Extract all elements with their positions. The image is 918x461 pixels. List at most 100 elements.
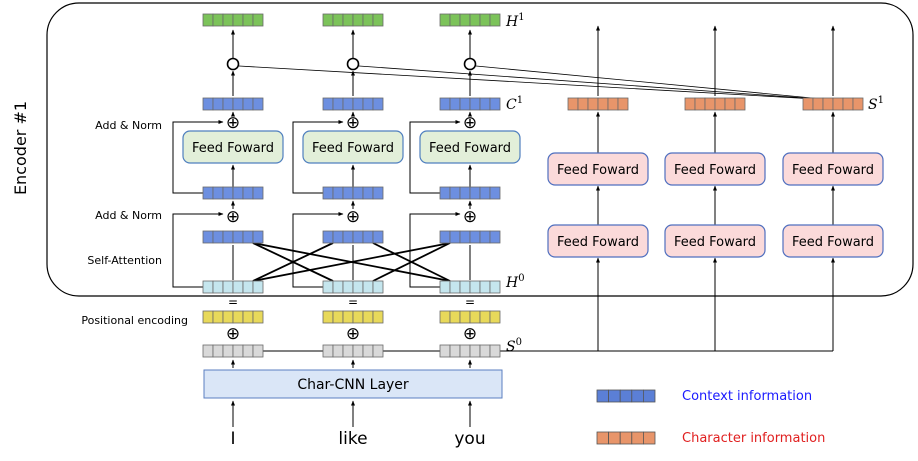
col-2-feed-forward-label: Feed Foward [312, 141, 394, 156]
col-1-equals-sign: = [228, 295, 238, 309]
col-2-c1-vector [322, 97, 384, 111]
col-1-feed-forward-label: Feed Foward [192, 141, 274, 156]
col-2-attention-out-vector-cell [372, 230, 384, 244]
char-col-3-s1-vector-cell [822, 97, 834, 111]
char-col-3-s1-vector-cell [832, 97, 844, 111]
char-cnn-layer [203, 369, 503, 399]
col-2-feed-forward [302, 130, 404, 164]
col-1-h0-vector-cell [232, 280, 244, 294]
input-word-2: like [338, 429, 367, 449]
col-2-equals-sign: = [348, 295, 358, 309]
col-3-positional-vector-cell [469, 310, 481, 324]
col-3-positional-vector-cell [439, 310, 451, 324]
col-1-output-vector-cell [222, 13, 234, 27]
col-3-output-vector [439, 13, 501, 27]
col-3-s0-vector-cell [469, 344, 481, 358]
col-1-s0-vector-cell [212, 344, 224, 358]
col-1-h0-vector-cell [212, 280, 224, 294]
col-2-positional-vector-cell [342, 310, 354, 324]
col-2-c1-vector-cell [372, 97, 384, 111]
col-2-s0-vector-cell [322, 344, 334, 358]
legend-character-label: Character information [682, 431, 825, 446]
col-1-attention-out-vector-cell [242, 230, 254, 244]
col-1-positional-vector [202, 310, 264, 324]
char-col-2-s1-vector-cell [704, 97, 716, 111]
char-col-3-s1-vector-cell [842, 97, 854, 111]
attention-link [252, 242, 451, 282]
col-1-positional-plus: ⊕ [226, 324, 240, 344]
col-3-attention-out-vector-cell [469, 230, 481, 244]
col-3-output-vector-cell [449, 13, 461, 27]
col-3-feed-forward [419, 130, 521, 164]
legend-swatch-2 [596, 431, 656, 445]
col-1-c1-vector [202, 97, 264, 111]
char-col-2-s1-vector-cell [724, 97, 736, 111]
char-col-3-feed-forward-lower-label: Feed Foward [792, 235, 874, 250]
col-3-output-vector-cell [469, 13, 481, 27]
legend-swatch-1 [596, 389, 656, 403]
char-col-2-s1-vector-cell [694, 97, 706, 111]
col-1-feed-forward [182, 130, 284, 164]
col-1-s0-vector-cell [232, 344, 244, 358]
char-col-1-feed-forward-upper-label: Feed Foward [557, 163, 639, 178]
col-1-addnorm-lower-plus: ⊕ [226, 207, 240, 227]
col-1-h0-vector-cell [242, 280, 254, 294]
col-1-attention-out-vector-cell [212, 230, 224, 244]
col-3-mid-vector-cell [449, 186, 461, 200]
col-3-h0-vector [439, 280, 501, 294]
char-col-2-s1-vector-cell [734, 97, 746, 111]
col-3-attention-out-vector [439, 230, 501, 244]
col-2-output-vector [322, 13, 384, 27]
col-1-attention-out-vector-cell [252, 230, 264, 244]
add-norm-label-lower: Add & Norm [95, 209, 162, 222]
col-1-combine-circle [226, 57, 240, 71]
col-3-output-vector-cell [459, 13, 471, 27]
col-3-attention-out-vector-cell [479, 230, 491, 244]
col-2-positional-vector-cell [322, 310, 334, 324]
symbol-h1: H1 [505, 12, 525, 30]
col-1-c1-vector-cell [222, 97, 234, 111]
col-3-attention-out-vector-cell [489, 230, 501, 244]
col-3-h0-vector-cell [439, 280, 451, 294]
legend-context-label: Context information [682, 389, 812, 404]
char-col-2-feed-forward-upper [664, 152, 766, 186]
char-col-1-s1-vector-cell [567, 97, 579, 111]
col-3-h0-vector-cell [469, 280, 481, 294]
col-1-mid-vector-cell [252, 186, 264, 200]
col-2-positional-vector [322, 310, 384, 324]
col-1-h0-vector-cell [202, 280, 214, 294]
col-2-s0-vector [322, 344, 384, 358]
attention-link [252, 242, 334, 282]
col-1-mid-vector-cell [232, 186, 244, 200]
col-2-h0-vector-cell [322, 280, 334, 294]
attention-link [372, 242, 451, 282]
add-norm-label-upper: Add & Norm [95, 119, 162, 132]
col-3-mid-vector-cell [439, 186, 451, 200]
col-3-combine-circle [463, 57, 477, 71]
col-2-h0-vector-cell [342, 280, 354, 294]
col-2-positional-plus: ⊕ [346, 324, 360, 344]
col-1-addnorm-upper-plus: ⊕ [226, 113, 240, 133]
col-3-positional-vector-cell [449, 310, 461, 324]
col-2-mid-vector-cell [372, 186, 384, 200]
char-col-3-feed-forward-upper [782, 152, 884, 186]
col-3-mid-vector-cell [469, 186, 481, 200]
col-2-mid-vector-cell [322, 186, 334, 200]
col-2-output-vector-cell [332, 13, 344, 27]
symbol-h0: H0 [505, 273, 525, 291]
col-2-h0-vector-cell [362, 280, 374, 294]
col-3-mid-vector-cell [459, 186, 471, 200]
col-2-output-vector-cell [352, 13, 364, 27]
col-1-positional-vector-cell [252, 310, 264, 324]
col-3-c1-vector-cell [489, 97, 501, 111]
col-1-output-vector-cell [252, 13, 264, 27]
col-2-s0-vector-cell [362, 344, 374, 358]
col-2-positional-vector-cell [332, 310, 344, 324]
col-2-attention-out-vector-cell [342, 230, 354, 244]
col-1-h0-vector-cell [252, 280, 264, 294]
col-1-h0-vector [202, 280, 264, 294]
col-2-attention-out-vector [322, 230, 384, 244]
col-2-s0-vector-cell [352, 344, 364, 358]
col-1-c1-vector-cell [232, 97, 244, 111]
col-1-h0-vector-cell [222, 280, 234, 294]
